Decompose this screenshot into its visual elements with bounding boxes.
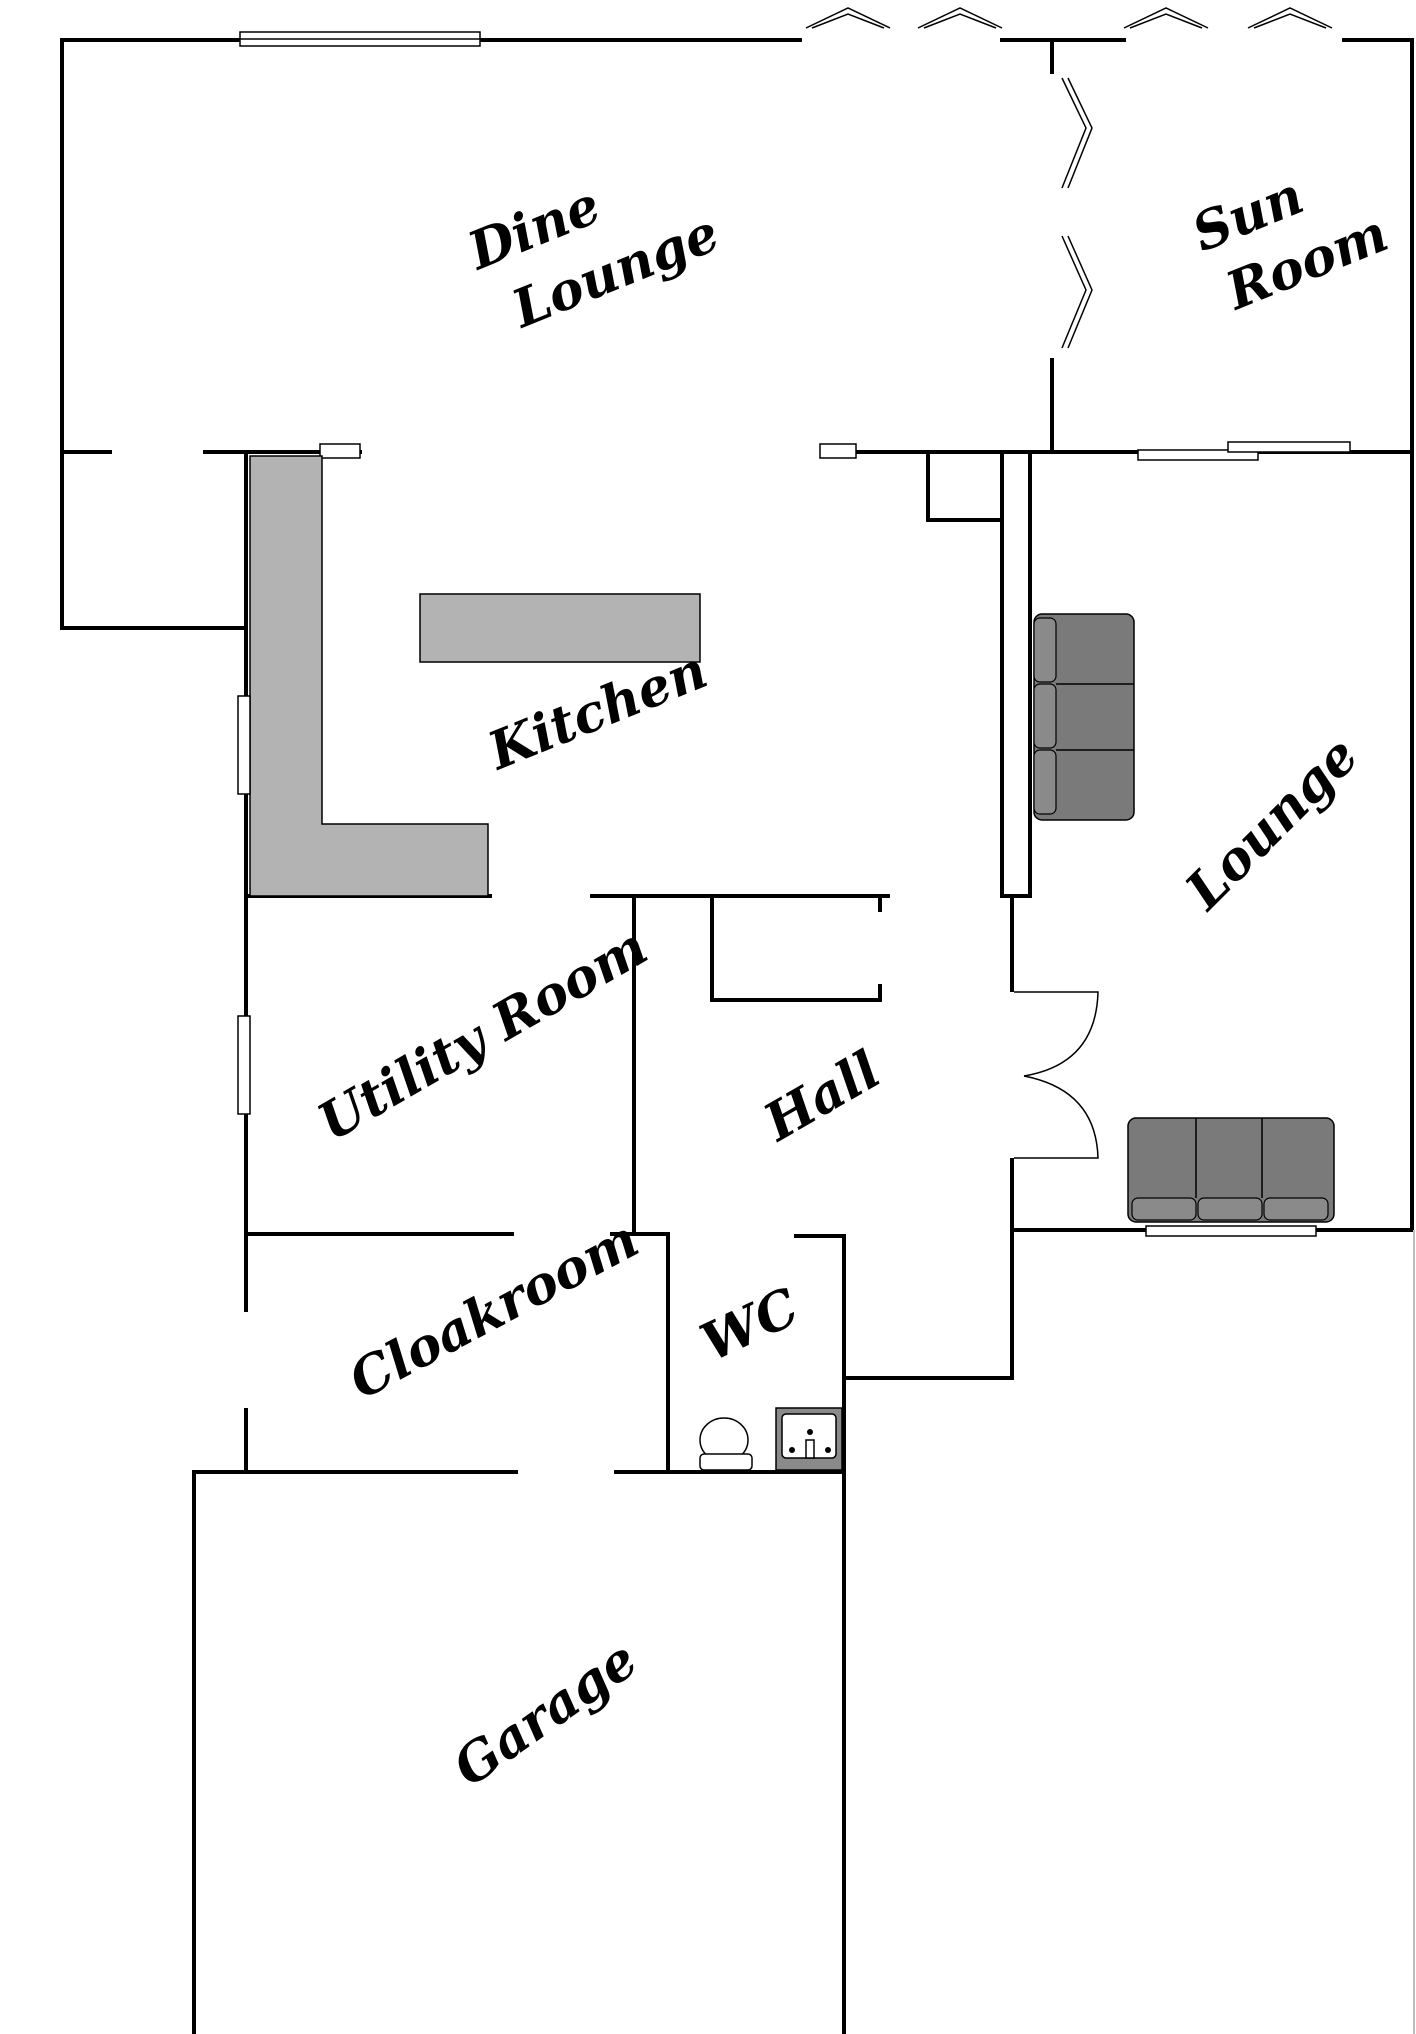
sun-room-window-b bbox=[1227, 441, 1351, 453]
label-utility-room: Utility Room bbox=[308, 916, 658, 1153]
kitchen-counter bbox=[249, 455, 489, 897]
chimney-wall bbox=[926, 450, 1032, 898]
bifold-doors-side bbox=[1061, 77, 1093, 349]
bifold-doors-top bbox=[805, 7, 1333, 29]
hall-walls bbox=[632, 894, 1014, 1380]
label-wc: WC bbox=[692, 1276, 808, 1373]
kitchen-island bbox=[419, 593, 701, 663]
label-cloakroom: Cloakroom bbox=[339, 1209, 648, 1412]
label-hall: Hall bbox=[752, 1039, 890, 1154]
wc-sink bbox=[775, 1407, 843, 1471]
utility-window bbox=[237, 1015, 251, 1115]
dine-lounge-walls bbox=[60, 38, 1054, 630]
lounge-door bbox=[1014, 991, 1099, 1159]
sofa-horizontal bbox=[1127, 1117, 1335, 1223]
label-lounge: Lounge bbox=[1173, 725, 1371, 923]
cloakroom-walls bbox=[192, 1232, 846, 1474]
sun-room-window-a bbox=[1137, 449, 1259, 461]
sofa-vertical bbox=[1033, 613, 1135, 821]
garage-walls bbox=[192, 1470, 846, 2034]
kitchen-window bbox=[237, 695, 251, 795]
wc-walls bbox=[610, 1232, 890, 1474]
toilet bbox=[699, 1417, 753, 1471]
label-garage: Garage bbox=[442, 1629, 648, 1799]
lounge-window bbox=[1145, 1225, 1317, 1237]
